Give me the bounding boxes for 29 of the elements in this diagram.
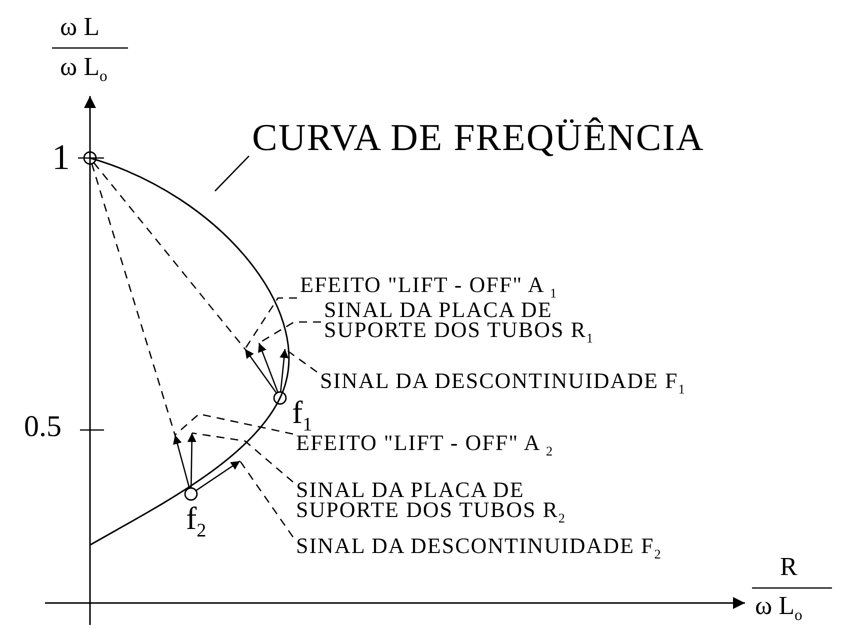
tick-label: 0.5: [24, 410, 62, 444]
point-label: f$_{2}$: [186, 500, 206, 542]
leader-line: [239, 460, 294, 538]
leader-line: [192, 432, 294, 482]
signal-arrow: [258, 342, 278, 393]
callout-text: SINAL DA DESCONTINUIDADE F$_{2}$: [296, 535, 662, 566]
point-marker: [273, 391, 287, 405]
axis-label: ω L: [60, 12, 100, 42]
construction-line: [93, 162, 246, 350]
construction-line: [91, 164, 176, 436]
leader-line: [244, 297, 297, 350]
tick-label: 1: [52, 136, 70, 178]
callout-text: SINAL DA PLACA DE SUPORTE DOS TUBOS R$_{2}$: [296, 480, 606, 528]
signal-arrow: [196, 460, 240, 492]
signal-arrow: [244, 348, 278, 394]
axis-label: ω L$_{o}$: [755, 591, 802, 626]
curve-label: CURVA DE FREQÜÊNCIA: [252, 118, 704, 158]
signal-arrow: [187, 432, 196, 488]
axis-label: R: [780, 552, 798, 582]
callout-text: SINAL DA PLACA DE SUPORTE DOS TUBOS R$_{1}$: [324, 300, 634, 348]
axis-label: ω L$_{o}$: [60, 52, 108, 86]
leader-line: [174, 413, 294, 436]
point-marker: [184, 487, 198, 501]
callout-text: SINAL DA DESCONTINUIDADE F$_{1}$: [320, 370, 686, 400]
leader-line: [284, 348, 318, 373]
point-marker: [83, 151, 97, 165]
signal-arrow: [173, 434, 190, 488]
leader-line: [214, 156, 250, 192]
signal-arrow: [280, 348, 289, 392]
